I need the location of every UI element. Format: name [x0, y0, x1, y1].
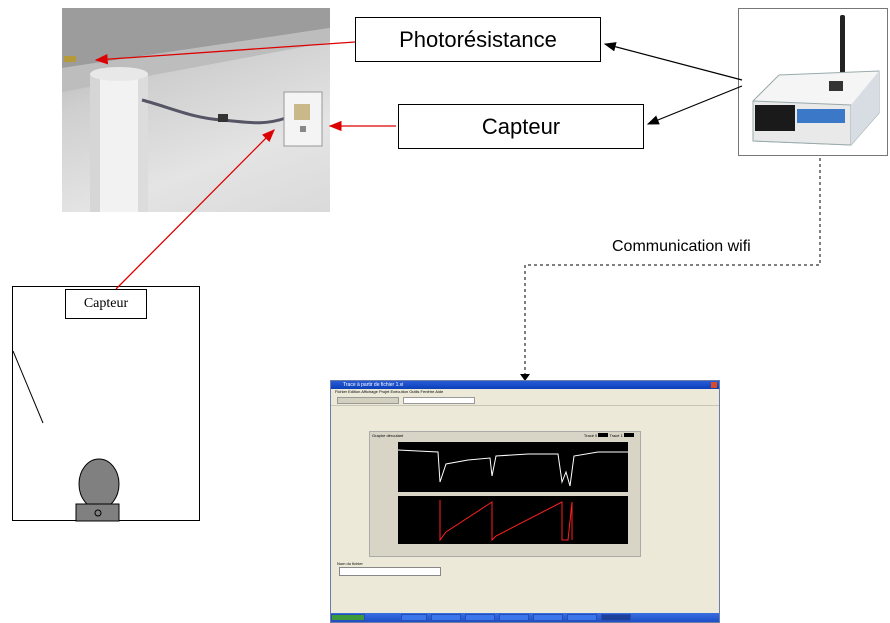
daq-device-illustration: [752, 15, 880, 146]
room-sensor-box: Capteur: [65, 289, 147, 319]
arrow-device-to-photoresistance: [603, 42, 743, 81]
taskbar: [331, 613, 719, 622]
close-icon: [711, 382, 717, 388]
person-body: [75, 503, 120, 522]
room-illustration: [12, 350, 120, 522]
wireless-daq-device: [738, 8, 888, 156]
terminal-block: [755, 105, 795, 131]
arrow-device-to-capteur: [646, 85, 743, 125]
photoresistance-label: Photorésistance: [355, 17, 601, 62]
path-input[interactable]: [339, 567, 441, 576]
path-label: Nom du fichier: [337, 561, 363, 566]
plot-area: [398, 442, 628, 544]
graph-panel: Graphe déroulant Tracé 0 Tracé 1: [369, 431, 641, 557]
antenna: [840, 15, 845, 77]
wifi-communication-label: Communication wifi: [612, 238, 751, 255]
trace-top: [398, 449, 628, 487]
start-button[interactable]: [331, 614, 365, 621]
door: [12, 350, 44, 424]
plot-bottom: [398, 496, 628, 544]
arrow-room-sensor-to-photo: [115, 129, 275, 290]
toolbar: [331, 395, 719, 406]
graph-title: Graphe déroulant: [372, 433, 404, 438]
ceiling-beam: [62, 8, 330, 68]
room-diagram: [12, 286, 200, 522]
menu-bar: Fichier Edition Affichage Projet Exécuti…: [331, 389, 719, 395]
ceiling-photo: [62, 8, 330, 212]
window-title-bar: Trace à partir de fichier 1.vi: [331, 381, 719, 389]
graph-legend: Tracé 0 Tracé 1: [584, 433, 634, 438]
arrow-to-photoresistor: [94, 41, 356, 65]
window-title: Trace à partir de fichier 1.vi: [343, 382, 404, 388]
plot-top: [398, 442, 628, 492]
photoresistor: [64, 56, 76, 62]
software-screenshot: Trace à partir de fichier 1.vi Fichier E…: [330, 380, 720, 623]
trace-bottom: [439, 500, 573, 542]
ceiling-photo-illustration: [62, 8, 330, 212]
brand-strip: [797, 109, 845, 123]
wifi-dashed-link: [524, 158, 821, 378]
capteur-label: Capteur: [398, 104, 644, 149]
